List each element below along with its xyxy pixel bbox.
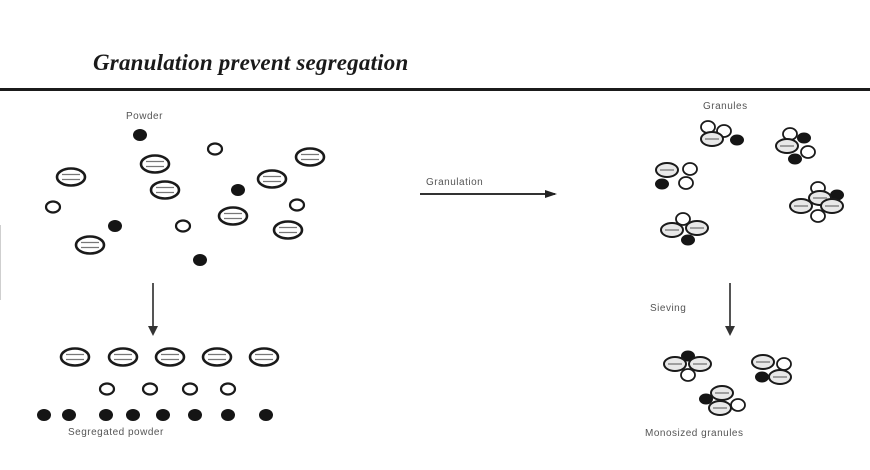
label-granules: Granules (703, 101, 748, 112)
arrow-down-sieving (725, 283, 735, 336)
segregated-powder (37, 347, 280, 421)
diagram-title: Granulation prevent segregation (93, 50, 409, 75)
monosized-granules (663, 350, 792, 416)
label-sieving: Sieving (650, 303, 687, 314)
arrow-granulation (420, 190, 557, 198)
granules-cluster (655, 120, 844, 246)
label-granulation: Granulation (426, 177, 484, 188)
label-powder: Powder (126, 111, 163, 122)
left-edge-line (0, 225, 1, 300)
label-monosized-granules: Monosized granules (645, 428, 744, 439)
title-underline (0, 88, 870, 91)
arrow-down-segregation (148, 283, 158, 336)
powder-mixture (44, 129, 326, 266)
label-segregated-powder: Segregated powder (68, 427, 164, 438)
